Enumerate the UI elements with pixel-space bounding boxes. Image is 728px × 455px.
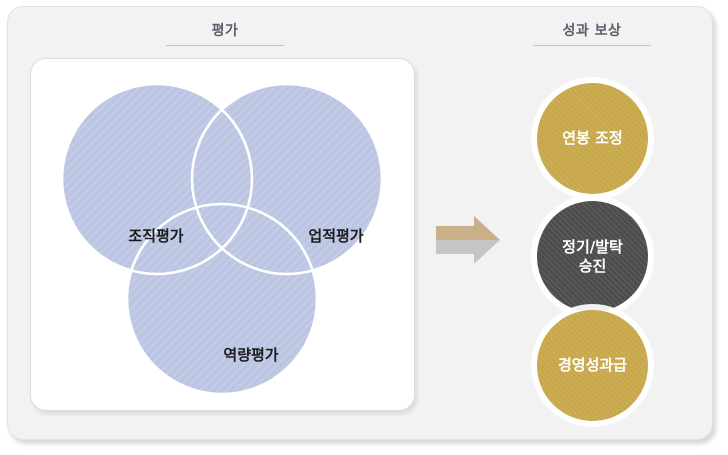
reward-label-bonus: 경영성과급 — [557, 356, 627, 375]
evaluation-header-label: 평가 — [211, 23, 239, 39]
venn-label-performance: 업적평가 — [308, 227, 364, 245]
right-arrow-icon — [436, 216, 500, 264]
venn-circle-outlines — [60, 82, 384, 396]
evaluation-panel: 조직평가 업적평가 역량평가 — [30, 58, 415, 411]
evaluation-header-rule — [166, 45, 284, 46]
evaluation-column-header: 평가 — [150, 20, 300, 46]
venn-label-competency: 역량평가 — [223, 346, 279, 364]
reward-label-salary: 연봉 조정 — [562, 129, 623, 148]
reward-header-label: 성과 보상 — [562, 23, 622, 39]
venn-outline-competency — [125, 202, 319, 396]
reward-circle-salary[interactable]: 연봉 조정 — [537, 83, 648, 194]
reward-label-promotion: 정기/발탁 승진 — [562, 237, 623, 275]
venn-label-organization: 조직평가 — [128, 227, 184, 245]
reward-circle-bonus[interactable]: 경영성과급 — [537, 310, 648, 421]
venn-outline-performance — [190, 82, 384, 276]
venn-outline-organization — [60, 82, 254, 276]
reward-header-rule — [533, 45, 651, 46]
reward-circle-promotion[interactable]: 정기/발탁 승진 — [537, 201, 648, 312]
venn-diagram — [60, 82, 384, 396]
reward-column-header: 성과 보상 — [517, 20, 667, 46]
